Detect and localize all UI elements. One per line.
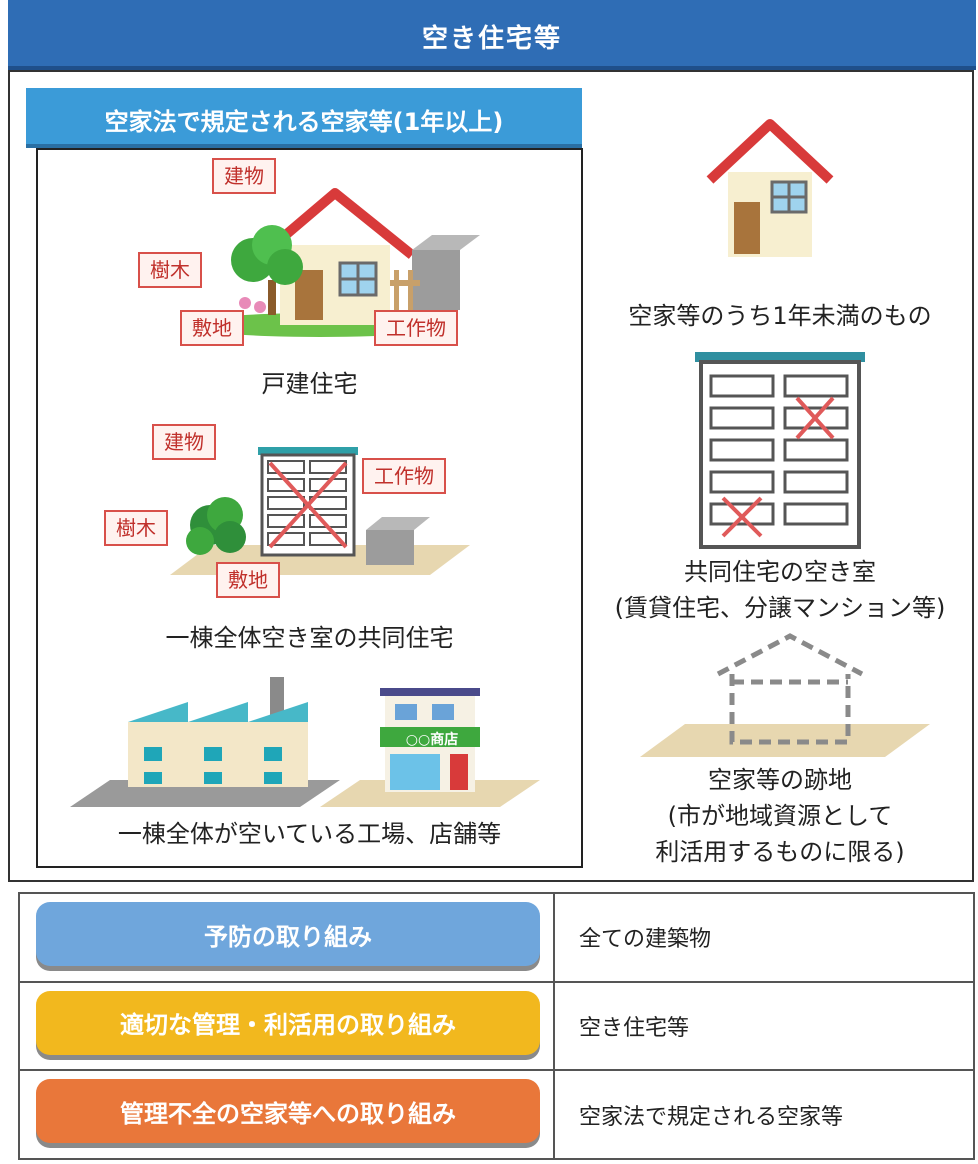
outer-frame	[8, 70, 974, 882]
inner-title: 空家法で規定される空家等(1年以上)	[104, 108, 504, 136]
vacant-site-illustration	[640, 633, 930, 757]
caption-factory-shop: 一棟全体が空いている工場、店舗等	[117, 820, 502, 848]
tag-apartment-trees: 樹木	[104, 510, 168, 546]
prevention-target: 全ての建築物	[553, 892, 975, 983]
caption-vacant-room: 共同住宅の空き室	[684, 558, 876, 586]
prevention-label: 予防の取り組み	[36, 902, 540, 966]
tag-trees: 樹木	[138, 252, 202, 288]
tag-building: 建物	[212, 158, 276, 194]
caption-vacant-site: 空家等の跡地	[708, 766, 852, 794]
caption-vacant-apartment: 一棟全体空き室の共同住宅	[165, 624, 454, 652]
tag-apartment-site: 敷地	[216, 562, 280, 598]
management-label: 適切な管理・利活用の取り組み	[36, 990, 540, 1055]
neglect-label: 管理不全の空家等への取り組み	[36, 1079, 540, 1144]
header-bar: 空き住宅等	[8, 0, 976, 70]
management-target: 空き住宅等	[553, 980, 975, 1072]
inner-frame	[36, 148, 583, 868]
table-row: 管理不全の空家等への取り組み 空家法で規定される空家等	[18, 1069, 975, 1160]
neglect-target: 空家法で規定される空家等	[553, 1069, 975, 1160]
tag-apartment-building: 建物	[152, 424, 216, 460]
initiatives-table: 予防の取り組み 全ての建築物 適切な管理・利活用の取り組み 空き住宅等 管理不全…	[18, 892, 975, 1160]
small-house-illustration	[706, 119, 834, 257]
caption-vacant-site-note2: 利活用するものに限る)	[655, 838, 905, 866]
caption-detached-house: 戸建住宅	[261, 370, 358, 398]
detached-house-illustration	[185, 188, 480, 337]
tag-apartment-structure: 工作物	[362, 458, 446, 494]
tag-site: 敷地	[180, 310, 244, 346]
shop-sign: ○○商店	[405, 732, 459, 748]
caption-under-one-year: 空家等のうち1年未満のもの	[628, 302, 932, 330]
tag-structure: 工作物	[374, 310, 458, 346]
caption-vacant-room-note: (賃貸住宅、分譲マンション等)	[614, 594, 946, 622]
page-title: 空き住宅等	[421, 24, 562, 54]
table-row: 適切な管理・利活用の取り組み 空き住宅等	[18, 980, 975, 1072]
vacant-room-building-illustration	[695, 352, 865, 549]
factory-shop-illustration	[70, 677, 540, 807]
caption-vacant-site-note1: (市が地域資源として	[667, 802, 893, 830]
inner-title-bar: 空家法で規定される空家等(1年以上)	[26, 88, 582, 148]
table-row: 予防の取り組み 全ての建築物	[18, 892, 975, 983]
